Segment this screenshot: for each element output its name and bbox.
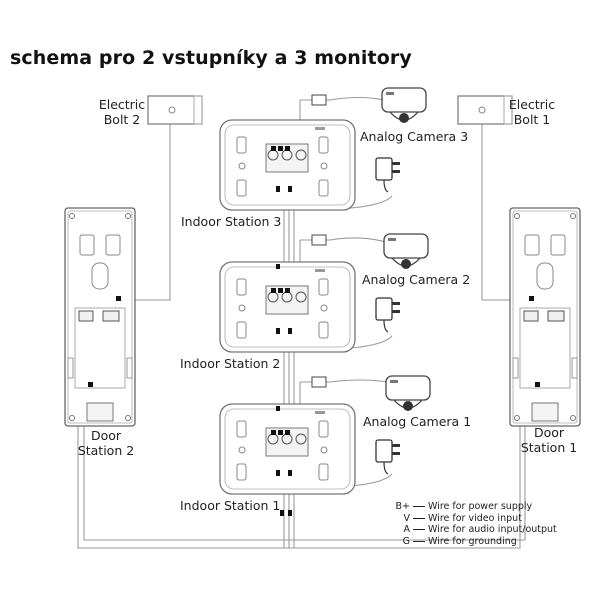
legend-key: V xyxy=(403,512,411,524)
legend-row-audio: A Wire for audio input/output xyxy=(386,524,557,536)
legend-key: G xyxy=(402,535,410,547)
terminal-markers xyxy=(88,146,540,516)
legend-key: A xyxy=(403,524,411,535)
label-indoor-station-3: Indoor Station 3 xyxy=(181,214,282,229)
analog-camera-3-device xyxy=(381,87,427,124)
analog-camera-1-device xyxy=(385,375,431,412)
label-door-station-1-line2: Station 1 xyxy=(520,440,578,455)
analog-camera-2-device xyxy=(383,233,429,270)
door-station-2-device xyxy=(64,207,136,427)
bnc-connectors xyxy=(311,94,327,388)
legend-row-ground: G Wire for grounding xyxy=(386,536,557,548)
legend-text: Wire for audio input/output xyxy=(428,524,557,535)
label-door-station-2-line2: Station 2 xyxy=(77,443,135,458)
legend-text: Wire for grounding xyxy=(428,535,517,547)
legend-row-power: B+ Wire for power supply xyxy=(386,501,557,513)
label-indoor-station-2: Indoor Station 2 xyxy=(180,356,281,371)
wire-legend: B+ Wire for power supply V Wire for video … xyxy=(386,501,557,547)
legend-text: Wire for video input xyxy=(428,512,522,524)
diagram-title: schema pro 2 vstupníky a 3 monitory xyxy=(10,47,412,69)
legend-row-video: V Wire for video input xyxy=(386,513,557,525)
label-analog-camera-2: Analog Camera 2 xyxy=(362,272,471,287)
label-indoor-station-1: Indoor Station 1 xyxy=(180,498,281,513)
power-adapter-1 xyxy=(375,439,401,475)
indoor-station-1-device xyxy=(219,403,356,495)
indoor-station-2-device xyxy=(219,261,356,353)
indoor-station-3-device xyxy=(219,119,356,211)
label-electric-bolt-1-line2: Bolt 1 xyxy=(513,112,551,127)
legend-text: Wire for power supply xyxy=(428,501,533,512)
door-station-1-device xyxy=(509,207,581,427)
power-adapter-2 xyxy=(375,297,401,333)
electric-bolt-2-device xyxy=(147,95,203,125)
label-door-station-1-line1: Door xyxy=(533,425,565,440)
label-door-station-2-line1: Door xyxy=(90,428,122,443)
label-electric-bolt-2-line2: Bolt 2 xyxy=(103,112,141,127)
label-electric-bolt-1-line1: Electric xyxy=(508,97,556,112)
power-adapter-3 xyxy=(375,157,401,193)
label-analog-camera-3: Analog Camera 3 xyxy=(360,129,469,144)
legend-key: B+ xyxy=(395,501,410,512)
label-analog-camera-1: Analog Camera 1 xyxy=(363,414,472,429)
label-electric-bolt-2-line1: Electric xyxy=(98,97,146,112)
